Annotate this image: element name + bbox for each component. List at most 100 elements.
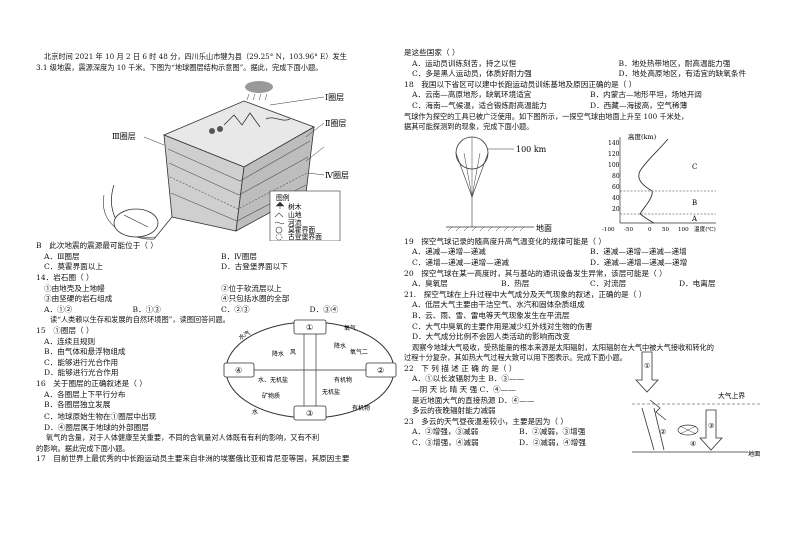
option-a[interactable]: A．①② bbox=[44, 304, 73, 314]
flow-label: 矿物质 bbox=[262, 392, 280, 400]
question-21-stem: 21. 探空气球在上升过程中大气成分及天气现象的叙述，正确的是（ ） bbox=[404, 289, 647, 299]
question-19-stem: 19 探空气球记录的随高度升高气温变化的规律可能是（ ） bbox=[404, 236, 606, 246]
option-d[interactable]: D．西藏—海拔高，空气稀薄 bbox=[590, 100, 688, 110]
option-c[interactable]: C．递增—递减—递增—递减 bbox=[412, 257, 509, 267]
x-axis-label: 温度(℃) bbox=[694, 225, 716, 233]
y-tick-label: 80 bbox=[612, 173, 620, 180]
question-17-stem-cont: 是这些国家（ ） bbox=[404, 48, 460, 57]
option-a[interactable]: A．递减—递增—递减 bbox=[412, 247, 486, 257]
question-13-stem: B 此次地震的震源最可能位于（ ） bbox=[36, 241, 158, 251]
option-b[interactable]: B．内蒙古—地形平坦，场地开阔 bbox=[590, 90, 702, 100]
option-b[interactable]: B．②减弱，③增强 bbox=[519, 427, 586, 437]
statement-2: ②位于软流层以上 bbox=[221, 283, 282, 293]
flow-label: 无机盐 bbox=[322, 388, 340, 396]
option-b[interactable]: B．Ⅳ圈层 bbox=[221, 251, 257, 261]
legend-tree: 树木 bbox=[288, 202, 302, 211]
statement-4: ④只包括水圈的全部 bbox=[221, 294, 290, 304]
arrow-label-1: ① bbox=[644, 362, 650, 370]
option-b[interactable]: B．云、雨、雪、雷电等天气现象发生在平流层 bbox=[412, 310, 570, 320]
option-a[interactable]: A．②增强，③减弱 bbox=[412, 427, 479, 437]
question-22-stem: 22 下 列 描 述 正 确 的 是（ ） bbox=[404, 363, 517, 373]
question-19-options: C．递增—递减—递增—递减 D．递减—递增—递减—递增 bbox=[404, 258, 768, 269]
option-c[interactable]: 是近地面大气的直接热源 D．④—— bbox=[412, 395, 535, 405]
question-18-stem: 18 我国以下省区可以建中长跑运动员训练基地及原因正确的是（ ） bbox=[404, 79, 637, 89]
y-axis-label: 高度(km) bbox=[628, 132, 657, 141]
layer-label-2: Ⅱ圈层 bbox=[325, 119, 346, 128]
moho-boundary-icon bbox=[275, 226, 283, 234]
q15-q16-block: 15 ①圈层（ ） A．连续且规则 B．由气体和悬浮物组成 C．能够进行光合作用… bbox=[36, 319, 398, 421]
flow-label: 水汽 bbox=[237, 329, 251, 342]
option-d[interactable]: D．②减弱，④增强 bbox=[519, 438, 586, 448]
option-d[interactable]: D．递减—递增—递减—递增 bbox=[590, 257, 688, 267]
option-d[interactable]: D．地处高原地区，有适宜的缺氧条件 bbox=[618, 69, 747, 79]
option-a[interactable]: A．运动员训练刻苦，持之以恒 bbox=[412, 58, 517, 68]
option-a[interactable]: A．①以长波辐射为主 B．③—— bbox=[412, 374, 525, 384]
option-c[interactable]: C．地球原始生物在①圈层中出现 bbox=[44, 411, 157, 421]
question-14-statements: ①由地壳及上地幔 ②位于软流层以上 bbox=[36, 284, 398, 295]
x-tick-label: 100 bbox=[678, 227, 689, 233]
question-15-stem: 15 ①圈层（ ） bbox=[36, 325, 94, 335]
q22-q23-block: 22 下 列 描 述 正 确 的 是（ ） A．①以长波辐射为主 B．③—— —… bbox=[404, 351, 768, 460]
option-a[interactable]: A．云南—高原地形，缺氧环境适宜 bbox=[412, 90, 532, 100]
layer-c-label: C bbox=[692, 163, 697, 171]
question-17-stem: 17 目前世界上最优秀的中长跑运动员主要来自非洲的埃塞俄比亚和肯尼亚等国，其原因… bbox=[36, 454, 350, 464]
option-c[interactable]: C．海南—气候温，适合锻炼耐高温能力 bbox=[412, 100, 547, 110]
ground-label: 地面 bbox=[748, 450, 760, 458]
question-23-stem: 23 多云的天气昼夜温差较小，主要是因为（ ） bbox=[404, 416, 568, 426]
question-18-options: A．云南—高原地形，缺氧环境适宜 B．内蒙古—地形平坦，场地开阔 bbox=[404, 90, 768, 101]
intro-text: 气球作为探空的工具已被广泛使用。如下图所示，一探空气球由地面上升至 100 千米… bbox=[404, 111, 689, 121]
arrow-label-3: ③ bbox=[708, 422, 714, 430]
y-tick-label: 20 bbox=[612, 206, 620, 213]
legend-moho: 莫霍界面 bbox=[288, 225, 315, 234]
option-b[interactable]: B．递减—递增—递减—递增 bbox=[590, 247, 687, 257]
option-c[interactable]: C．③增强，④减弱 bbox=[412, 438, 479, 448]
option-d[interactable]: D．能够进行光合作用 bbox=[44, 368, 119, 378]
option-c[interactable]: C．对流层 bbox=[590, 279, 627, 289]
x-tick-label: 0 bbox=[648, 227, 652, 233]
x-tick-label: -100 bbox=[602, 227, 615, 233]
question-17-options: C．多是黑人运动员，体质好耐力强 D．地处高原地区，有适宜的缺氧条件 bbox=[404, 69, 768, 80]
option-d[interactable]: D．③④ bbox=[309, 304, 339, 314]
statement-1: ①由地壳及上地幔 bbox=[44, 283, 105, 293]
arrow-label-4: ④ bbox=[690, 440, 696, 448]
option-d[interactable]: D．古登堡界面以下 bbox=[221, 262, 288, 272]
x-tick-label: 50 bbox=[662, 227, 670, 233]
option-d[interactable]: D．电离层 bbox=[679, 279, 716, 289]
option-a[interactable]: A．低层大气主要由干洁空气、水汽和固体杂质组成 bbox=[412, 300, 585, 310]
option-b[interactable]: B．地处热带地区，耐高温能力强 bbox=[618, 58, 731, 68]
atmosphere-heating-figure: ① 大气上界 ③ ② ④ 地面 bbox=[632, 351, 760, 458]
option-b[interactable]: B．热层 bbox=[501, 279, 530, 289]
option-b[interactable]: —阴 天 比 晴 天 强 C．④—— bbox=[412, 385, 516, 395]
y-tick-label: 140 bbox=[608, 140, 620, 147]
option-b[interactable]: B．①③ bbox=[132, 304, 161, 314]
question-15: 15 ①圈层（ ） A．连续且规则 B．由气体和悬浮物组成 C．能够进行光合作用… bbox=[36, 326, 216, 411]
flow-label: 水、无机盐 bbox=[258, 376, 288, 384]
option-a[interactable]: A．各圈层上下平行分布 bbox=[44, 389, 126, 399]
layer-label-3: Ⅲ圈层 bbox=[112, 132, 136, 141]
intro-text: 据其可能探测到的现象，完成下面小题。 bbox=[404, 122, 534, 132]
option-d[interactable]: D．④圈层属于地球的外部圈层 bbox=[44, 422, 149, 432]
balloon-figure-block: 100 km 地面 高度(km) 140 120 100 80 60 40 20… bbox=[404, 132, 768, 237]
option-b[interactable]: B．由气体和悬浮物组成 bbox=[44, 347, 126, 357]
layer-b-label: B bbox=[692, 199, 697, 207]
question-22: 22 下 列 描 述 正 确 的 是（ ） A．①以长波辐射为主 B．③—— —… bbox=[404, 364, 626, 449]
option-d[interactable]: D．大气成分比例不会因人类活动的影响而改变 bbox=[412, 332, 570, 342]
y-tick-label: 40 bbox=[612, 195, 620, 202]
circle-node-4: ④ bbox=[235, 366, 242, 375]
option-a[interactable]: A．连续且规则 bbox=[44, 336, 96, 346]
ground-label: 地面 bbox=[536, 223, 552, 233]
option-c[interactable]: C．莫霍界面以上 bbox=[44, 262, 103, 272]
option-d[interactable]: 多云的夜晚辐射能力减弱 bbox=[412, 406, 496, 416]
option-c[interactable]: C．②③ bbox=[221, 304, 250, 314]
option-c[interactable]: C．大气中臭氧的主要作用是减少红外线对生物的伤害 bbox=[412, 321, 593, 331]
option-c[interactable]: C．多是黑人运动员，体质好耐力强 bbox=[412, 69, 532, 79]
question-19-options: A．递减—递增—递减 B．递减—递增—递减—递增 bbox=[404, 247, 768, 258]
tree-icon bbox=[275, 201, 285, 210]
option-c[interactable]: C．能够进行光合作用 bbox=[44, 357, 119, 367]
legend-title: 图例 bbox=[276, 193, 290, 202]
question-23-options: C．③增强，④减弱 D．②减弱，④增强 bbox=[404, 438, 626, 449]
option-a[interactable]: A．臭氧层 bbox=[412, 279, 448, 289]
legend-gutenberg: 古登堡界面 bbox=[288, 232, 322, 241]
option-b[interactable]: B．各圈层独立发展 bbox=[44, 400, 111, 410]
option-a[interactable]: A．Ⅲ圈层 bbox=[44, 251, 80, 261]
